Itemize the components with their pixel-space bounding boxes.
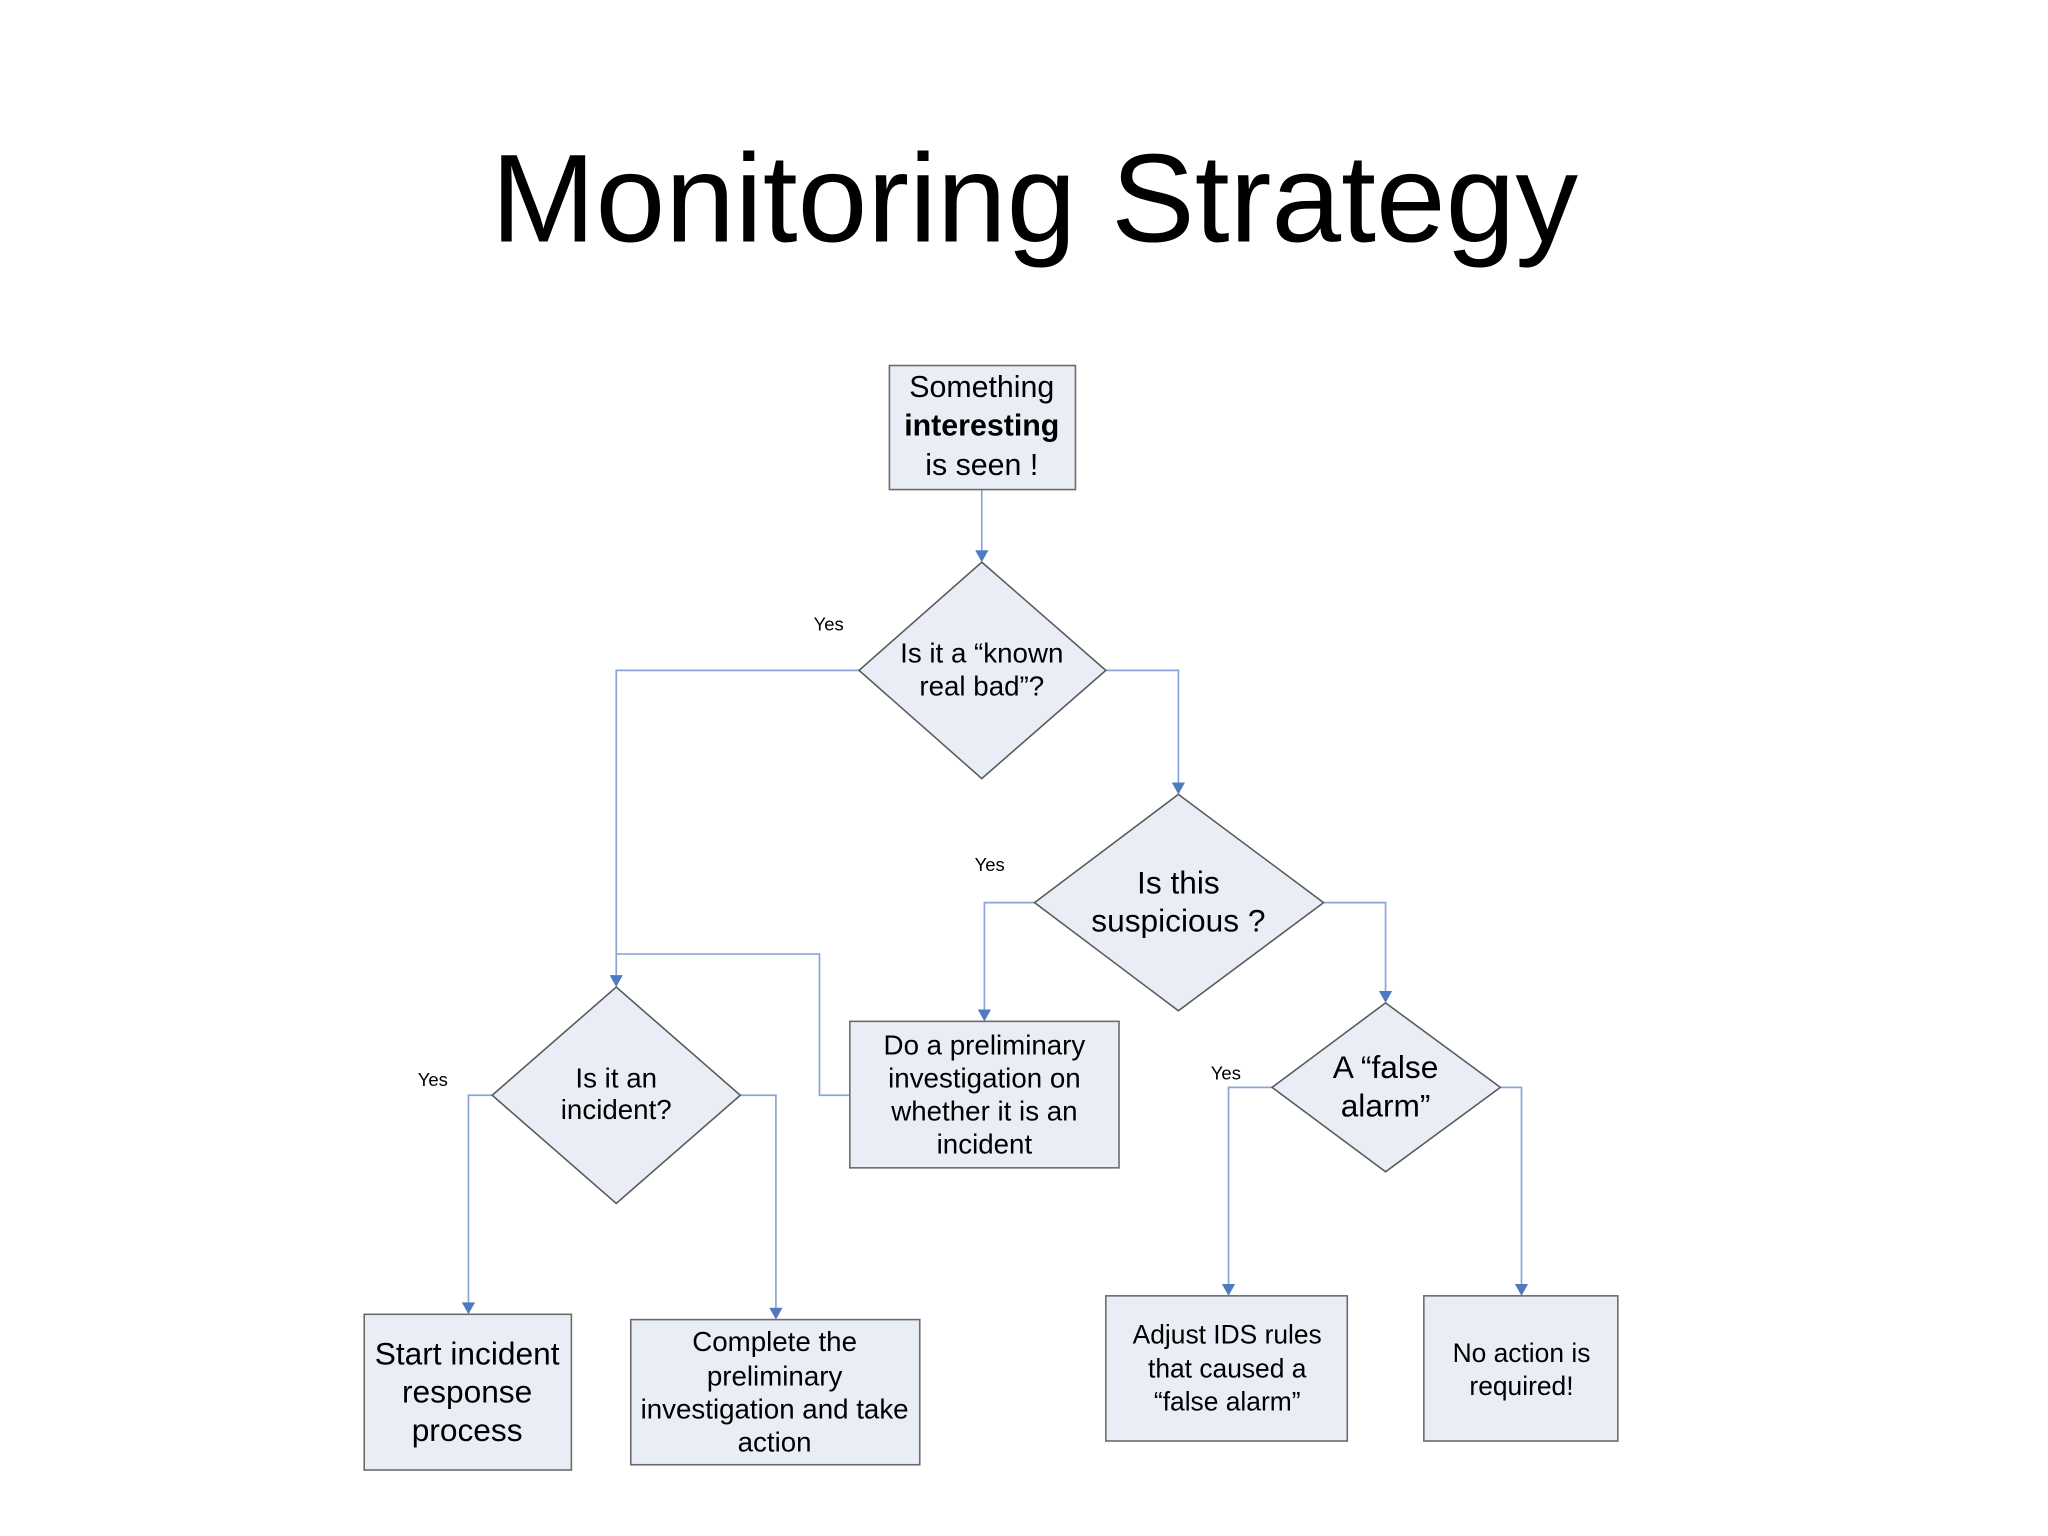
yes-label: Yes [975, 854, 1005, 875]
decision-incident: Is it an incident? [491, 986, 742, 1205]
svg-text:Complete the: Complete the [692, 1326, 857, 1357]
node-no-action: No action is required! [1423, 1295, 1619, 1442]
edge-preliminary-to-incident [616, 953, 850, 1097]
svg-text:action: action [738, 1427, 812, 1458]
edge-suspicious-no [1323, 901, 1387, 992]
node-adjust-ids-rules: Adjust IDS rules that caused a “false al… [1105, 1295, 1349, 1442]
svg-text:investigation on: investigation on [888, 1062, 1081, 1093]
svg-text:Adjust IDS rules: Adjust IDS rules [1133, 1319, 1322, 1349]
arrowhead [609, 975, 623, 988]
svg-text:preliminary: preliminary [707, 1361, 843, 1392]
edge-known-bad-yes [615, 669, 860, 976]
decision-known-real-bad: Is it a “known real bad”? [857, 561, 1108, 780]
svg-text:Is this: Is this [1137, 864, 1220, 900]
svg-text:“false alarm”: “false alarm” [1154, 1387, 1301, 1417]
edge-false-alarm-yes [1227, 1086, 1273, 1284]
svg-text:A “false: A “false [1333, 1049, 1439, 1085]
decision-suspicious: Is this suspicious ? [1033, 793, 1325, 1012]
connectors [461, 489, 1529, 1320]
svg-text:Is it a “known: Is it a “known [900, 637, 1063, 668]
edge-incident-yes [467, 1094, 493, 1303]
svg-text:incident: incident [937, 1128, 1033, 1159]
node-preliminary-investigation: Do a preliminary investigation on whethe… [849, 1020, 1120, 1169]
page-title: Monitoring Strategy [491, 128, 1578, 268]
svg-text:Do a preliminary: Do a preliminary [884, 1029, 1086, 1060]
svg-text:alarm”: alarm” [1341, 1087, 1431, 1123]
svg-text:whether it is an: whether it is an [890, 1095, 1077, 1126]
yes-label: Yes [1211, 1062, 1241, 1083]
node-complete-investigation: Complete the preliminary investigation a… [629, 1318, 921, 1466]
arrowhead [977, 1009, 992, 1022]
svg-text:is seen !: is seen ! [925, 449, 1038, 482]
svg-text:process: process [412, 1412, 523, 1448]
svg-text:incident?: incident? [561, 1094, 672, 1125]
arrowhead [1378, 991, 1393, 1003]
decision-false-alarm: A “false alarm” [1270, 1001, 1502, 1173]
svg-text:response: response [402, 1374, 532, 1410]
edge-known-bad-no [1105, 669, 1180, 783]
node-something-interesting: Something interesting is seen ! [888, 364, 1077, 491]
arrowhead [1171, 782, 1185, 795]
svg-text:real bad”?: real bad”? [919, 670, 1044, 701]
edge-suspicious-yes [983, 901, 1035, 1010]
arrowhead [769, 1307, 783, 1320]
svg-text:suspicious ?: suspicious ? [1091, 903, 1265, 939]
svg-text:interesting: interesting [904, 409, 1059, 442]
yes-label: Yes [418, 1069, 448, 1090]
svg-text:Something: Something [909, 371, 1054, 404]
svg-text:investigation and take: investigation and take [641, 1394, 909, 1425]
svg-text:that caused a: that caused a [1148, 1354, 1307, 1384]
arrowhead [461, 1302, 476, 1315]
arrowhead [975, 550, 989, 563]
arrowhead [1221, 1283, 1236, 1296]
edge-false-alarm-no [1500, 1086, 1523, 1284]
svg-text:Start incident: Start incident [375, 1335, 560, 1371]
node-start-incident-response: Start incident response process [363, 1313, 573, 1471]
svg-text:required!: required! [1469, 1371, 1573, 1401]
arrowhead [1514, 1283, 1529, 1296]
yes-label: Yes [814, 614, 844, 635]
edge-incident-no [740, 1094, 777, 1308]
svg-text:Is it an: Is it an [575, 1062, 657, 1093]
svg-text:No action is: No action is [1453, 1338, 1591, 1368]
